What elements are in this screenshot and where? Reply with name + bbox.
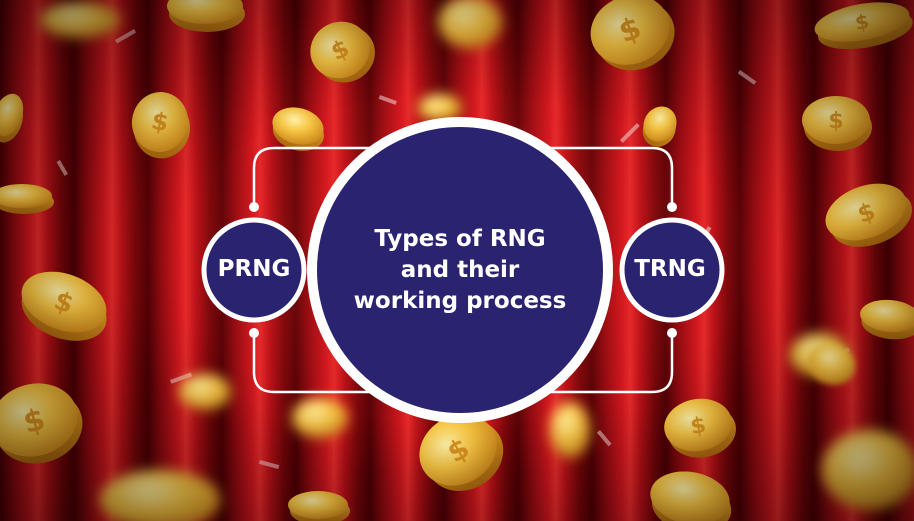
connector-top-right: [550, 146, 674, 207]
prng-label: PRNG: [217, 256, 291, 282]
connector-bottom-left: [252, 333, 370, 394]
prng-node: [201, 217, 307, 323]
center-title-line-3: working process: [353, 287, 567, 314]
center-title-line-1: Types of RNG: [374, 225, 546, 252]
center-title-line-2: and their: [400, 256, 520, 283]
svg-text:$: $: [853, 9, 871, 35]
trng-node: [619, 217, 725, 323]
connector-top-left: [252, 146, 370, 207]
trng-label: TRNG: [634, 256, 706, 282]
svg-text:$: $: [689, 413, 708, 440]
connector-lines: [252, 146, 674, 394]
connector-dots: [249, 202, 677, 338]
center-node: [307, 117, 613, 423]
svg-text:$: $: [828, 109, 843, 134]
svg-text:$: $: [149, 107, 170, 137]
center-node-title: Types of RNG and their working process: [340, 215, 580, 325]
connector-bottom-right: [550, 333, 674, 394]
